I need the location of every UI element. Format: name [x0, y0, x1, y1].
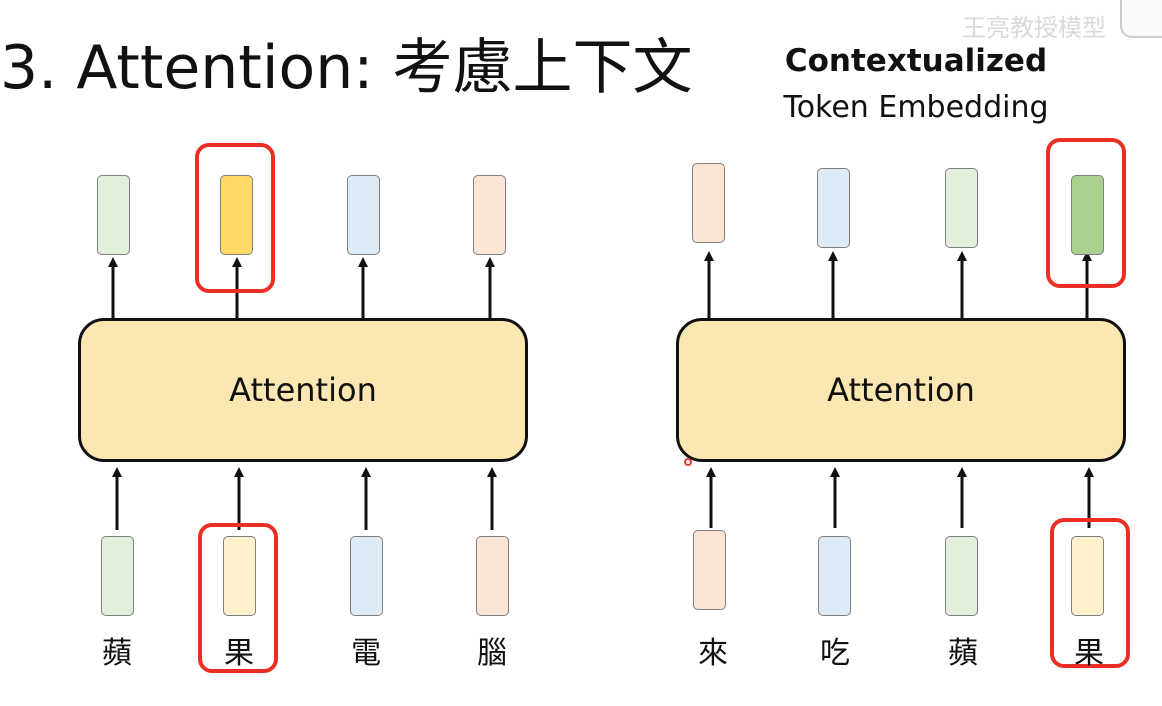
right-output-vector-3	[945, 168, 978, 248]
left-input-vector-1	[101, 536, 134, 616]
watermark: 王亮教授模型	[962, 14, 1106, 42]
left-token-2: 果	[224, 636, 254, 671]
left-output-highlight	[195, 143, 275, 293]
slide-title: 3. Attention: 考慮上下文	[0, 33, 693, 103]
right-input-vector-2	[818, 536, 851, 616]
right-attention-block: Attention	[676, 318, 1126, 462]
cte-line2: Token Embedding	[783, 89, 1049, 125]
left-input-vector-2	[223, 536, 256, 616]
contextualized-token-embedding-label: Contextualized Token Embedding	[760, 38, 1072, 130]
left-input-highlight	[198, 523, 278, 673]
right-input-vector-3	[945, 536, 978, 616]
right-token-4: 果	[1074, 636, 1104, 671]
right-input-highlight	[1050, 518, 1130, 668]
left-token-4: 腦	[477, 636, 507, 671]
right-token-3: 蘋	[948, 636, 978, 671]
left-token-3: 電	[351, 636, 381, 671]
pointer-cursor-icon	[684, 458, 692, 466]
right-output-vector-2	[817, 168, 850, 248]
left-input-vector-3	[350, 536, 383, 616]
cte-line1: Contextualized	[784, 43, 1048, 79]
left-output-vector-4	[473, 175, 506, 255]
left-output-vector-3	[347, 175, 380, 255]
left-input-vector-4	[476, 536, 509, 616]
right-input-vector-1	[693, 530, 726, 610]
right-input-vector-4	[1071, 536, 1104, 616]
left-output-vector-2	[220, 175, 253, 255]
left-attention-block: Attention	[78, 318, 528, 462]
corner-tab-icon	[1120, 0, 1162, 38]
left-output-vector-1	[97, 175, 130, 255]
right-output-vector-1	[692, 163, 725, 243]
right-output-highlight	[1046, 138, 1126, 288]
right-attention-label: Attention	[827, 371, 975, 409]
left-attention-label: Attention	[229, 371, 377, 409]
right-token-1: 來	[698, 636, 728, 671]
right-output-vector-4	[1071, 175, 1104, 255]
right-token-2: 吃	[820, 636, 850, 671]
left-token-1: 蘋	[102, 636, 132, 671]
